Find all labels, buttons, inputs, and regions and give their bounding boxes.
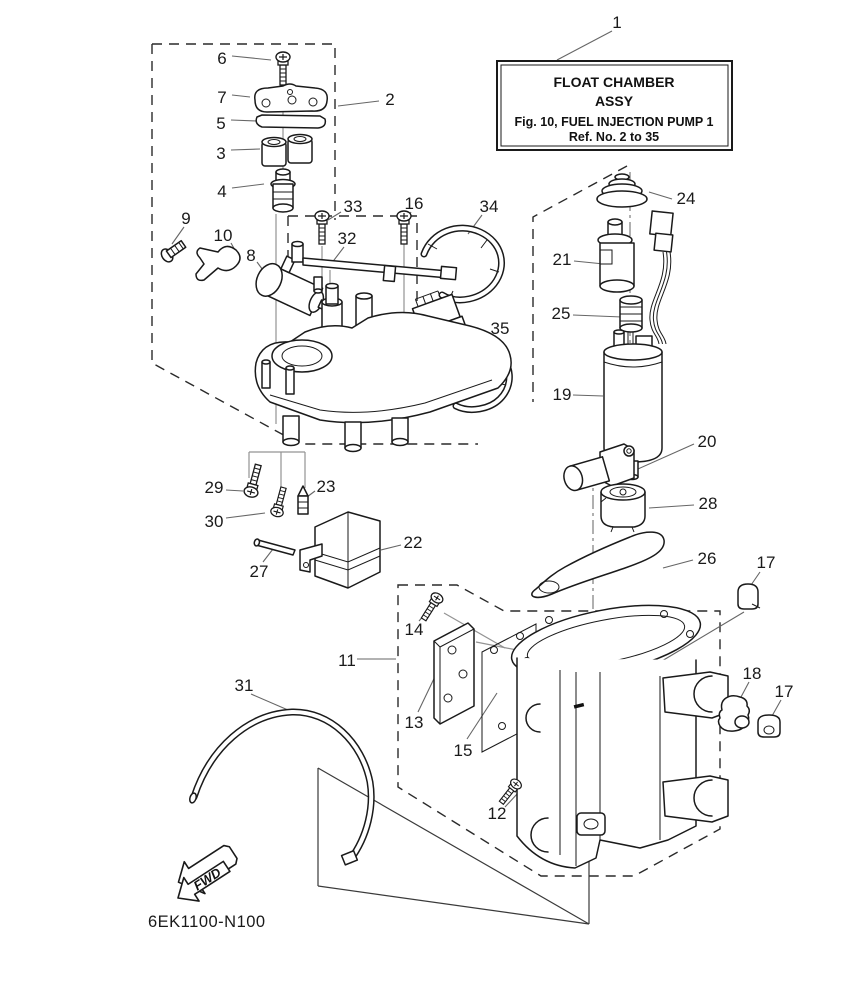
group-2-outline bbox=[152, 43, 336, 220]
part-34-hose bbox=[420, 224, 505, 304]
part-18-damper bbox=[717, 694, 751, 732]
part-10-clip bbox=[195, 245, 241, 282]
assembly-group-outlines bbox=[151, 43, 721, 877]
callout-8: 8 bbox=[246, 246, 255, 265]
part-30-screw bbox=[269, 485, 291, 519]
callout-29: 29 bbox=[205, 478, 224, 497]
callout-10: 10 bbox=[214, 226, 233, 245]
callout-18: 18 bbox=[743, 664, 762, 683]
part-31-hose bbox=[189, 708, 375, 866]
callout-21: 21 bbox=[553, 250, 572, 269]
part-14-screw bbox=[417, 590, 446, 624]
callout-7: 7 bbox=[217, 88, 226, 107]
float-chamber-body bbox=[510, 604, 729, 869]
part-19-fuel-pump bbox=[603, 329, 663, 481]
part-24-seal bbox=[596, 173, 648, 208]
part-callouts: 1 2 3 4 5 6 7 8 9 10 11 12 13 14 15 16 1… bbox=[181, 13, 793, 823]
callout-27: 27 bbox=[250, 562, 269, 581]
wire-harness bbox=[649, 210, 674, 345]
leader-lines bbox=[171, 30, 782, 808]
part-5-gasket bbox=[255, 114, 327, 129]
callout-19: 19 bbox=[553, 385, 572, 404]
part-28-holder bbox=[600, 483, 646, 533]
part-23-needle-valve bbox=[297, 485, 309, 515]
callout-22: 22 bbox=[404, 533, 423, 552]
callout-17-top: 17 bbox=[757, 553, 776, 572]
title-line2: ASSY bbox=[595, 93, 634, 109]
callout-28: 28 bbox=[699, 494, 718, 513]
part-25-filter bbox=[619, 295, 643, 345]
part-16-bolt bbox=[396, 210, 412, 245]
callout-30: 30 bbox=[205, 512, 224, 531]
callout-16: 16 bbox=[405, 194, 424, 213]
callout-26: 26 bbox=[698, 549, 717, 568]
part-17-grommet-bottom bbox=[757, 714, 781, 738]
part-7-cover bbox=[254, 83, 328, 113]
callout-9: 9 bbox=[181, 209, 190, 228]
pump-body bbox=[254, 282, 512, 453]
callout-1: 1 bbox=[612, 13, 621, 32]
part-33-bolt bbox=[314, 210, 330, 245]
title-line3: Fig. 10, FUEL INJECTION PUMP 1 bbox=[515, 115, 714, 129]
drawing-code: 6EK1100-N100 bbox=[148, 913, 266, 931]
title-box: FLOAT CHAMBER ASSY Fig. 10, FUEL INJECTI… bbox=[496, 60, 733, 151]
callout-14: 14 bbox=[405, 620, 424, 639]
callout-23: 23 bbox=[317, 477, 336, 496]
part-9-screw bbox=[160, 239, 187, 263]
part-20-valve bbox=[563, 443, 635, 492]
callout-33: 33 bbox=[344, 197, 363, 216]
callout-24: 24 bbox=[677, 189, 696, 208]
part-4-joint bbox=[270, 168, 296, 213]
callout-13: 13 bbox=[405, 713, 424, 732]
part-29-screw bbox=[242, 462, 266, 500]
part-3-bushings bbox=[261, 133, 313, 167]
title-line1: FLOAT CHAMBER bbox=[553, 74, 674, 90]
callout-17-bottom: 17 bbox=[775, 682, 794, 701]
callout-12: 12 bbox=[488, 804, 507, 823]
callout-11: 11 bbox=[338, 651, 356, 670]
callout-32: 32 bbox=[338, 229, 357, 248]
part-21-float-sensor bbox=[597, 218, 635, 293]
callout-15: 15 bbox=[454, 741, 473, 760]
callout-31: 31 bbox=[235, 676, 254, 695]
part-27-pin bbox=[253, 538, 296, 556]
part-13-plate bbox=[433, 622, 475, 725]
callout-3: 3 bbox=[216, 144, 225, 163]
fuel-pump-group-outline bbox=[532, 165, 628, 402]
callout-4: 4 bbox=[217, 182, 226, 201]
part-26-gasket bbox=[531, 531, 665, 599]
callout-2: 2 bbox=[385, 90, 394, 109]
group-11-outline bbox=[397, 584, 721, 877]
callout-35: 35 bbox=[491, 319, 510, 338]
group-2-outline-lower bbox=[151, 44, 478, 445]
callout-6: 6 bbox=[217, 49, 226, 68]
part-6-screw bbox=[275, 51, 291, 86]
callout-34: 34 bbox=[480, 197, 499, 216]
callout-25: 25 bbox=[552, 304, 571, 323]
part-17-grommet-top bbox=[737, 583, 761, 610]
fwd-arrow-icon: FWD bbox=[177, 844, 238, 902]
callout-5: 5 bbox=[216, 114, 225, 133]
part-22-float bbox=[299, 511, 381, 589]
callout-20: 20 bbox=[698, 432, 717, 451]
part-32-fuel-rail bbox=[291, 240, 458, 294]
title-line4: Ref. No. 2 to 35 bbox=[569, 130, 659, 144]
